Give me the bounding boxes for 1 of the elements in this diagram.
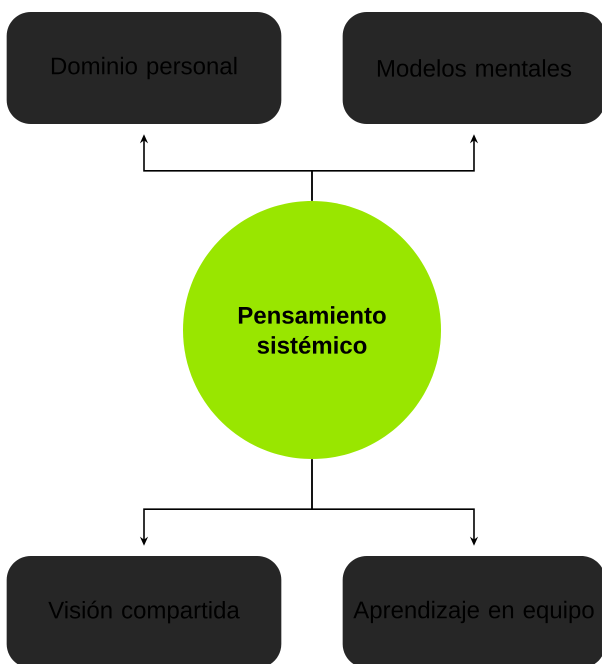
circle-node: Pensamiento sistémico	[183, 201, 441, 459]
